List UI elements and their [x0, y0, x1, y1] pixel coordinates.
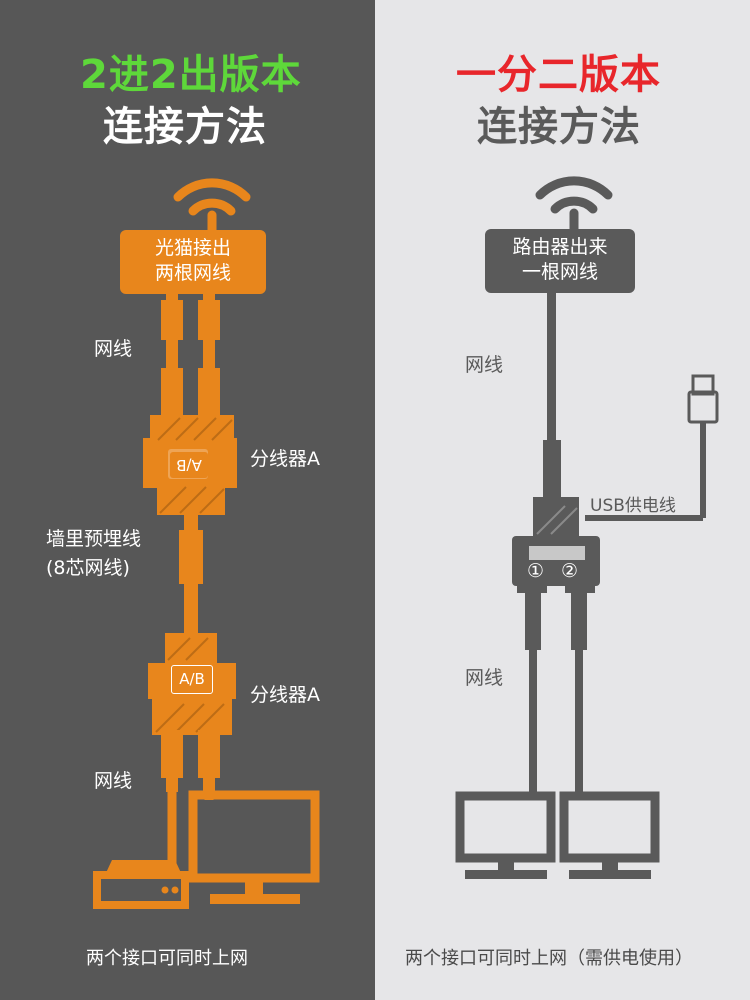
left-splitter-label-2: 分线器A	[250, 684, 320, 706]
right-port-label-1: ①	[527, 560, 545, 582]
right-monitor-icon-1	[455, 791, 556, 879]
right-source-box: 路由器出来 一根网线	[485, 229, 635, 293]
left-device-icon	[93, 860, 189, 909]
left-panel-2in2out: 2进2出版本 连接方法 光猫接出 两根网线 网线 A/B 分线器A 墙里预埋线 …	[0, 0, 375, 1000]
right-title-line1: 一分二版本	[456, 52, 661, 98]
left-monitor-icon	[188, 790, 320, 904]
left-wifi-icon	[173, 178, 251, 241]
right-monitor-icon-2	[559, 791, 660, 879]
right-source-line2: 一根网线	[521, 261, 598, 283]
right-splitter-hatch	[536, 505, 578, 535]
left-wall-label-line2: (8芯网线)	[46, 557, 130, 579]
left-footer: 两个接口可同时上网	[86, 948, 248, 969]
left-splitter-label-1: 分线器A	[250, 448, 320, 470]
right-diagram-graphics	[455, 176, 719, 879]
left-source-line1: 光猫接出	[154, 237, 231, 259]
left-title-line2: 连接方法	[103, 104, 267, 150]
left-cables-bottom	[161, 730, 220, 792]
left-splitter-1-hatch	[157, 417, 233, 514]
left-cables-top	[161, 292, 220, 418]
left-splitter-tag-1: A/B	[170, 452, 208, 478]
left-splitter-2-hatch	[155, 637, 225, 733]
right-splitter-slot	[529, 546, 585, 560]
left-title-line1: 2进2出版本	[80, 52, 302, 98]
left-source-box: 光猫接出 两根网线	[120, 230, 266, 294]
left-source-line2: 两根网线	[154, 262, 231, 284]
right-splitter	[512, 497, 600, 593]
right-port-label-2: ②	[561, 560, 579, 582]
right-title-line2: 连接方法	[477, 104, 641, 150]
left-splitter-tag-2: A/B	[171, 665, 213, 694]
right-cable-label-bottom: 网线	[465, 667, 504, 689]
left-cable-label-top: 网线	[94, 338, 133, 360]
right-usb-plug-icon	[585, 374, 719, 521]
right-panel-1to2: 一分二版本 连接方法 路由器出来 一根网线 网线 USB供电线 ① ② 网线 两…	[375, 0, 750, 1000]
right-cable-label-top: 网线	[465, 354, 504, 376]
right-wifi-icon	[535, 176, 613, 239]
left-cable-label-bottom: 网线	[94, 770, 133, 792]
right-source-line1: 路由器出来	[512, 236, 608, 258]
right-cables-bottom	[525, 590, 587, 796]
right-cable-top	[543, 290, 561, 500]
left-wall-cable	[179, 512, 203, 638]
left-wall-label-line1: 墙里预埋线	[46, 528, 142, 550]
right-footer: 两个接口可同时上网（需供电使用）	[405, 948, 693, 969]
right-usb-label: USB供电线	[590, 496, 676, 516]
